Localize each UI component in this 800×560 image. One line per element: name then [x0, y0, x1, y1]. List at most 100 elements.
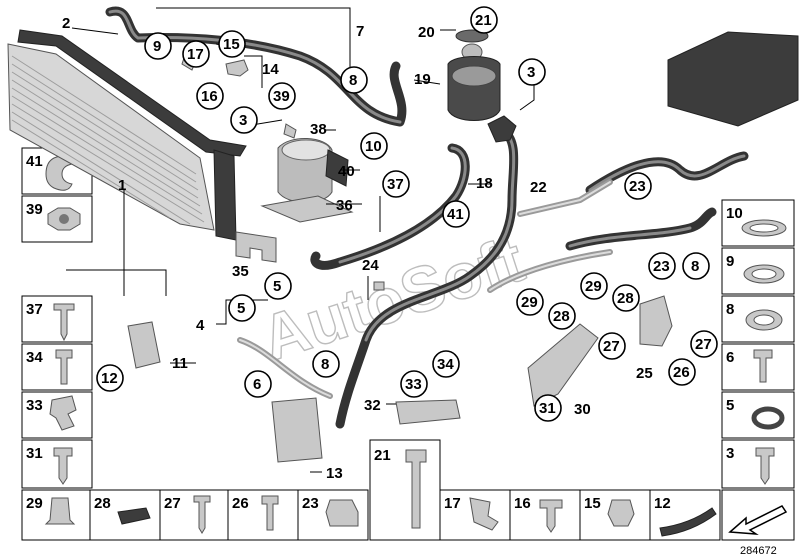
callout-32: 32: [364, 397, 381, 414]
callout-8-lower: 8: [321, 356, 329, 373]
hose-clamp-9-inner: [751, 268, 777, 280]
callout-3-top-circle: [518, 58, 546, 86]
callout-16-circle: [196, 82, 224, 110]
callout-7: 7: [356, 23, 364, 40]
hose-clamp-8-inner: [753, 314, 775, 326]
hoses: [105, 6, 749, 429]
thumb-label-37: 37: [26, 301, 43, 318]
hose-clamp-10-inner: [749, 223, 779, 233]
bolt-21-icon: [405, 449, 427, 529]
reference-number: 284672: [740, 545, 777, 557]
electric-coolant-pump: [260, 137, 354, 223]
bracket-32-icon: [395, 399, 461, 425]
callout-6-circle: [244, 370, 272, 398]
thumb-label-39: 39: [26, 201, 43, 218]
callout-25: 25: [636, 365, 653, 382]
bolt-34-icon: [55, 349, 73, 385]
thumb-label-31: 31: [26, 445, 43, 462]
clip-16-mounted-icon: [225, 59, 249, 77]
bolt-6-icon: [753, 349, 773, 383]
callout-29-right: 29: [585, 278, 602, 295]
thumb-16-box: [509, 489, 581, 541]
callout-19: 19: [414, 71, 431, 88]
callout-5-upper-circle: [264, 272, 292, 300]
callout-10-circle: [360, 132, 388, 160]
callout-20: 20: [418, 24, 435, 41]
nut-insert-29-icon: [44, 497, 76, 525]
callout-27-left-circle: [598, 332, 626, 360]
callout-29-left-circle: [516, 288, 544, 316]
callout-26: 26: [673, 364, 690, 381]
floating-parts: [127, 31, 799, 463]
callout-36: 36: [336, 197, 353, 214]
bolt-26-icon: [261, 495, 279, 531]
callouts: 2 1 7 14 38 40 36 18 20 19 22 35 24 4 11…: [62, 6, 718, 482]
clip-15-icon: [607, 499, 635, 527]
thumb-label-34: 34: [26, 349, 43, 366]
right-thumbnail-column: 10 9 8 6 5 3: [721, 199, 795, 489]
callout-24: 24: [362, 257, 379, 274]
bracket-25-26-icon: [639, 295, 673, 347]
callout-8-right: 8: [691, 258, 699, 275]
callout-23-upper-circle: [624, 172, 652, 200]
thumb-label-33: 33: [26, 397, 43, 414]
callout-34: 34: [437, 356, 454, 373]
thumb-label-3: 3: [726, 445, 734, 462]
bracket-35-icon: [235, 231, 277, 263]
callout-11: 11: [172, 355, 188, 372]
callout-18: 18: [476, 175, 493, 192]
thumb-34-box: [21, 343, 93, 391]
callout-17: 17: [187, 46, 204, 63]
thumb-label-9: 9: [726, 253, 734, 270]
callout-31-circle: [534, 394, 562, 422]
hose-clamp-24-icon: [373, 281, 385, 291]
bracket-11-icon: [127, 321, 161, 369]
left-thumbnail-column: 41 39 37 34 33 31: [21, 147, 93, 489]
callout-5-lower-circle: [228, 294, 256, 322]
pump-top: [281, 139, 331, 161]
callout-2: 2: [62, 15, 70, 32]
callout-27-right-circle: [690, 330, 718, 358]
callout-17-circle: [182, 40, 210, 68]
callout-22: 22: [530, 179, 547, 196]
thumb-label-8: 8: [726, 301, 734, 318]
callout-28-right: 28: [617, 290, 634, 307]
callout-8-right-circle: [682, 252, 710, 280]
view-direction-arrow-icon: [728, 505, 788, 535]
callout-5-upper: 5: [273, 278, 281, 295]
callout-38: 38: [310, 121, 327, 138]
callout-1: 1: [118, 177, 126, 194]
callout-39-circle: [268, 82, 296, 110]
callout-8-top-circle: [340, 66, 368, 94]
seal-ring-5-icon: [751, 406, 785, 430]
callout-15: 15: [223, 36, 240, 53]
screw-16-icon: [539, 499, 563, 533]
bracket-30-icon: [527, 323, 599, 407]
callout-33: 33: [405, 376, 422, 393]
callout-31: 31: [539, 400, 556, 417]
thumb-label-16: 16: [514, 495, 531, 512]
callout-40: 40: [338, 163, 355, 180]
callout-13: 13: [326, 465, 343, 482]
callout-8-top: 8: [349, 72, 357, 89]
thumb-label-29: 29: [26, 495, 43, 512]
callout-27-right: 27: [695, 336, 712, 353]
radiator-side-bracket: [213, 149, 237, 241]
callout-4: 4: [196, 317, 205, 334]
thumb-label-17: 17: [444, 495, 461, 512]
callout-3-left: 3: [239, 112, 247, 129]
thumb-31-box: [21, 439, 93, 489]
radiator: [7, 29, 247, 241]
radiator-fins: [11, 55, 205, 225]
callout-28-left-circle: [548, 302, 576, 330]
screw-3-icon: [755, 447, 775, 485]
thumb-label-15: 15: [584, 495, 601, 512]
thermostat-housing-icon: [487, 115, 517, 143]
clip-33-icon: [49, 395, 77, 431]
expansion-tank-dome: [451, 65, 497, 87]
thumb-label-21: 21: [374, 447, 391, 464]
clip-23-icon: [325, 499, 359, 527]
callout-33-circle: [400, 370, 428, 398]
screw-37-icon: [53, 303, 75, 342]
